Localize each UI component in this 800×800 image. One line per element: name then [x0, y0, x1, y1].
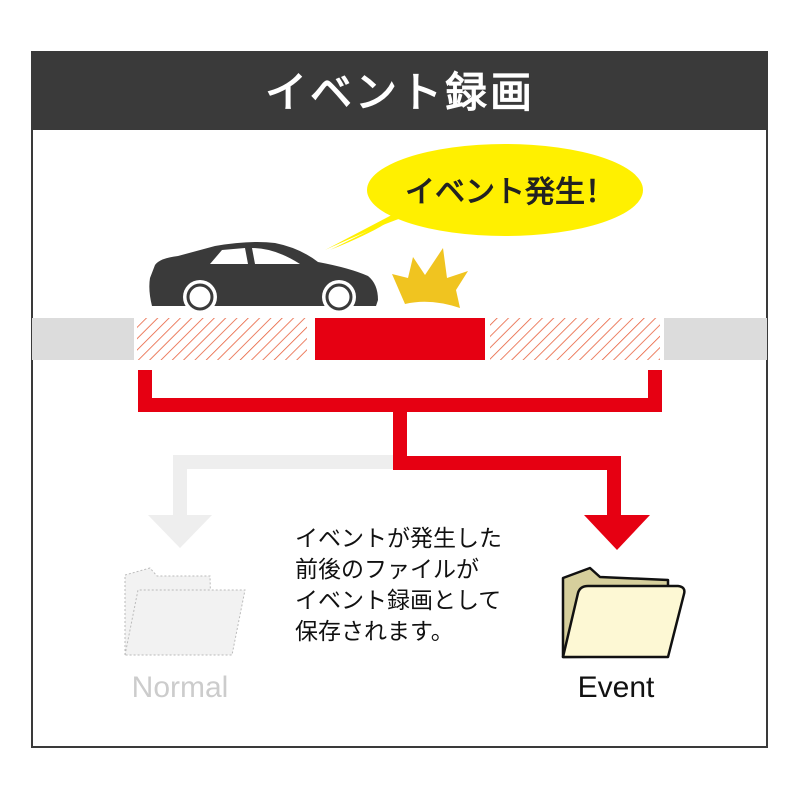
pre-event-segment: [137, 318, 307, 360]
post-event-segment: [490, 318, 660, 360]
description: イベントが発生した 前後のファイルが イベント録画として 保存されます。: [295, 526, 502, 645]
timeline-bar: [32, 316, 767, 362]
speech-bubble: イベント発生！: [325, 144, 643, 250]
description-line: イベント録画として: [295, 588, 501, 614]
page-title: イベント録画: [265, 68, 535, 117]
event-folder-icon: [561, 566, 686, 659]
event-arrow-icon: [138, 370, 662, 550]
bubble-text: イベント発生！: [405, 175, 615, 210]
description-line: イベントが発生した: [295, 526, 502, 552]
impact-flash-icon: [392, 248, 468, 308]
event-label: Event: [578, 671, 655, 704]
normal-folder-icon: [124, 567, 246, 656]
normal-label: Normal: [132, 671, 229, 704]
header-bar: [32, 52, 767, 130]
car-icon: [149, 242, 378, 314]
normal-arrow-icon: [148, 455, 395, 548]
event-segment: [315, 318, 485, 360]
description-line: 前後のファイルが: [295, 557, 479, 583]
description-line: 保存されます。: [295, 619, 454, 645]
